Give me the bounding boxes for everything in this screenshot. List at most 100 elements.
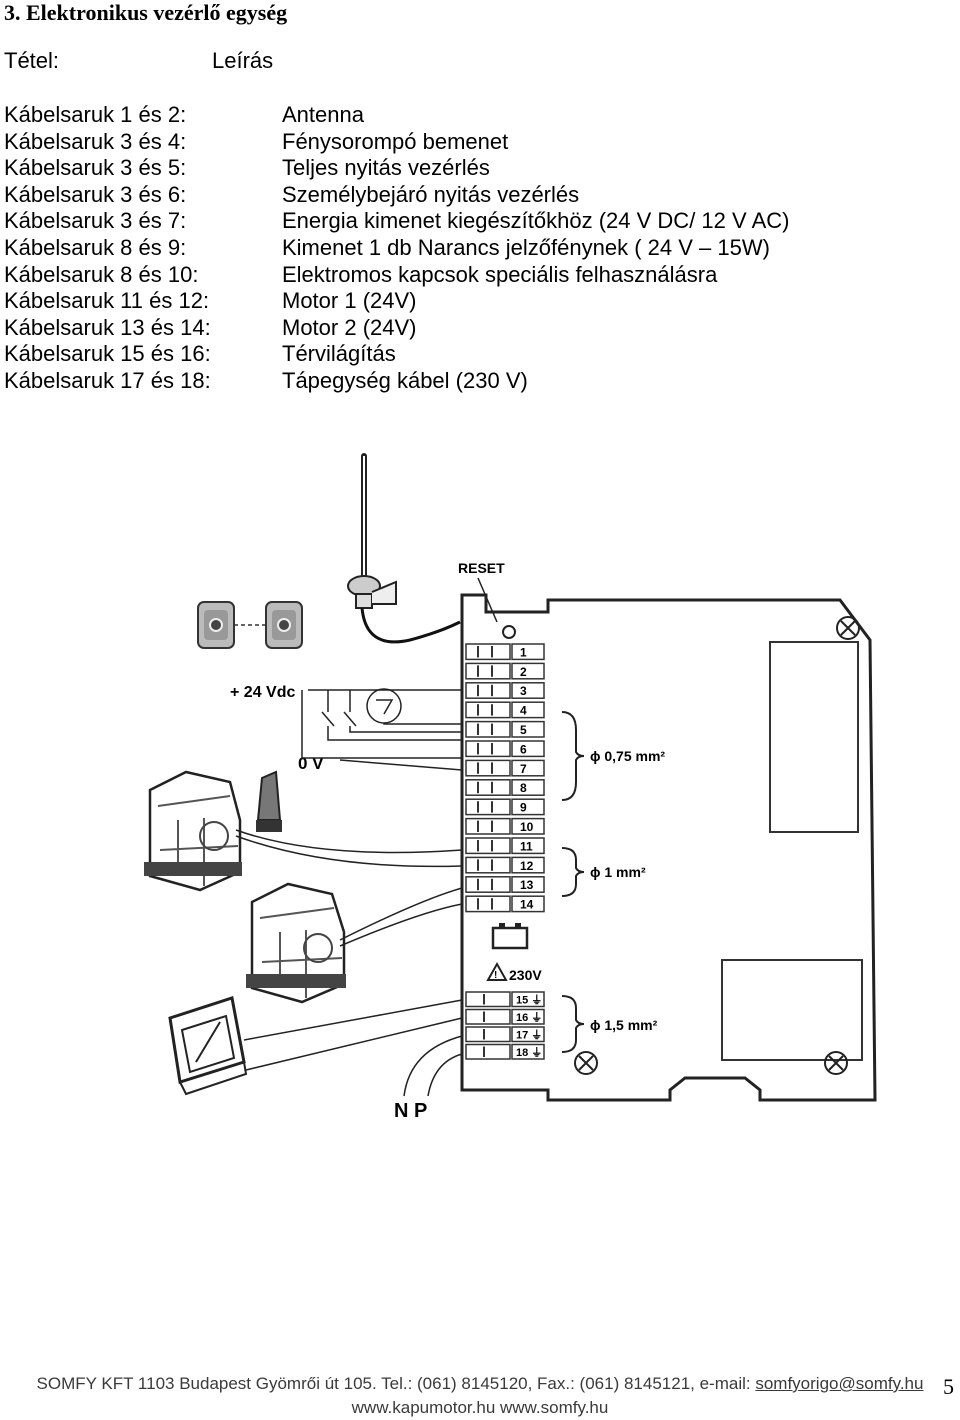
power-label: 230V (509, 967, 542, 983)
floodlight-wiring (243, 999, 463, 1071)
terminal-2: 2 (465, 662, 545, 680)
column-header-description: Leírás (212, 48, 274, 73)
motor-2-icon (246, 882, 346, 1004)
np-label: N P (394, 1100, 427, 1122)
footer-websites[interactable]: www.kapumotor.hu www.somfy.hu (351, 1398, 609, 1417)
terminal-number: 11 (520, 839, 533, 853)
screw-icon (824, 1051, 848, 1075)
terminal-number: 15 ⏚ (516, 994, 542, 1007)
column-header-item: Tétel: (4, 48, 60, 73)
terminal-description: Antenna (282, 102, 364, 127)
terminal-term: Kábelsaruk 17 és 18: (4, 367, 211, 393)
terminal-term: Kábelsaruk 15 és 16: (4, 341, 211, 367)
terminal-number: 5 (520, 723, 527, 737)
terminal-term: Kábelsaruk 3 és 4: (4, 128, 187, 154)
terminal-13: 13 (465, 876, 545, 893)
terminal-18: 18 ⏚ (465, 1043, 545, 1060)
terminal-description: Energia kimenet kiegészítőkhöz (24 V DC/… (282, 208, 790, 234)
terminal-12: 12 (465, 856, 545, 874)
screw-icon (574, 1051, 598, 1075)
reset-label: RESET (458, 560, 505, 576)
footer-contact: SOMFY KFT 1103 Budapest Gyömrői út 105. … (0, 1374, 960, 1394)
wire-brace-15 (561, 995, 585, 1053)
warning-icon: ! (486, 961, 508, 981)
terminal-9: 9 (465, 798, 545, 816)
terminal-1: 1 (465, 643, 545, 661)
terminal-term: Kábelsaruk 3 és 5: (4, 155, 187, 181)
terminal-term: Kábelsaruk 3 és 7: (4, 208, 187, 234)
terminal-description: Térvilágítás (282, 341, 396, 367)
svg-text:!: ! (494, 970, 497, 981)
reset-button-icon (502, 625, 516, 639)
terminal-number: 2 (520, 665, 527, 679)
terminal-number: 14 (520, 898, 534, 912)
terminal-term: Kábelsaruk 8 és 9: (4, 234, 187, 260)
terminal-number: 4 (520, 704, 527, 718)
terminal-11: 11 (465, 837, 545, 855)
terminal-number: 8 (520, 781, 527, 795)
screw-icon (836, 616, 860, 640)
terminal-number: 7 (520, 762, 527, 776)
terminal-description: Tápegység kábel (230 V) (282, 367, 528, 393)
terminal-term: Kábelsaruk 8 és 10: (4, 261, 199, 287)
photocell-icon (265, 601, 303, 649)
terminal-8: 8 (465, 779, 545, 796)
photocell-icon (197, 601, 235, 649)
terminal-number: 3 (520, 684, 527, 698)
switch-wiring (301, 688, 463, 771)
antenna-cable (360, 607, 461, 644)
orange-light-icon (256, 770, 282, 832)
terminal-17: 17 ⏚ (465, 1026, 545, 1043)
footer-email-link[interactable]: somfyorigo@somfy.hu (755, 1374, 924, 1393)
terminal-term: Kábelsaruk 1 és 2: (4, 102, 187, 127)
section-heading: 3. Elektronikus vezérlő egység (4, 0, 288, 25)
terminal-number: 13 (520, 878, 534, 892)
terminal-3: 3 (465, 682, 545, 699)
terminal-description: Motor 1 (24V) (282, 288, 417, 314)
terminal-number: 9 (520, 801, 527, 815)
wire-gauge-075: ϕ 0,75 mm² (590, 748, 665, 764)
terminal-description: Teljes nyitás vezérlés (282, 155, 490, 181)
terminal-14: 14 (465, 895, 545, 913)
floodlight-icon (168, 996, 248, 1096)
footer-address: SOMFY KFT 1103 Budapest Gyömrői út 105. … (36, 1374, 756, 1393)
terminal-term: Kábelsaruk 3 és 6: (4, 181, 187, 207)
terminal-description: Motor 2 (24V) (282, 314, 417, 340)
motor-1-icon (144, 770, 242, 892)
terminal-number: 1 (520, 645, 527, 659)
board-module-lower (721, 959, 863, 1061)
reset-pointer (477, 577, 498, 623)
battery-icon (491, 923, 529, 950)
terminal-term: Kábelsaruk 11 és 12: (4, 288, 210, 314)
board-module-upper (769, 641, 859, 833)
control-board-outline (460, 593, 877, 1102)
terminal-10: 10 (465, 817, 545, 835)
terminal-number: 12 (520, 859, 534, 873)
terminal-4: 4 (465, 701, 545, 719)
terminal-number: 18 ⏚ (516, 1046, 542, 1059)
terminal-16: 16 ⏚ (465, 1008, 545, 1025)
mains-wiring (403, 1035, 463, 1097)
wire-brace-1 (561, 847, 585, 897)
terminal-description: Elektromos kapcsok speciális felhasználá… (282, 261, 718, 287)
wire-gauge-15: ϕ 1,5 mm² (590, 1017, 658, 1033)
terminal-number: 10 (520, 820, 534, 834)
motor-wiring (235, 829, 463, 947)
page-number: 5 (943, 1374, 954, 1399)
terminal-description: Kimenet 1 db Narancs jelzőfénynek ( 24 V… (282, 234, 770, 260)
terminal-number: 16 ⏚ (516, 1011, 542, 1024)
lamp-terminal-block: 15 ⏚ 16 ⏚ 17 ⏚ 18 ⏚ (465, 991, 545, 1060)
wire-brace-075 (561, 711, 585, 801)
terminal-7: 7 (465, 759, 545, 777)
terminal-term: Kábelsaruk 13 és 14: (4, 314, 211, 340)
terminal-5: 5 (465, 720, 545, 738)
terminal-number: 6 (520, 742, 527, 756)
terminal-description: Személybejáró nyitás vezérlés (282, 181, 580, 207)
terminal-15: 15 ⏚ (465, 991, 545, 1008)
terminal-number: 17 ⏚ (516, 1029, 542, 1042)
terminal-description: Fénysorompó bemenet (282, 128, 509, 154)
terminal-6: 6 (465, 740, 545, 758)
antenna-icon (347, 453, 397, 609)
